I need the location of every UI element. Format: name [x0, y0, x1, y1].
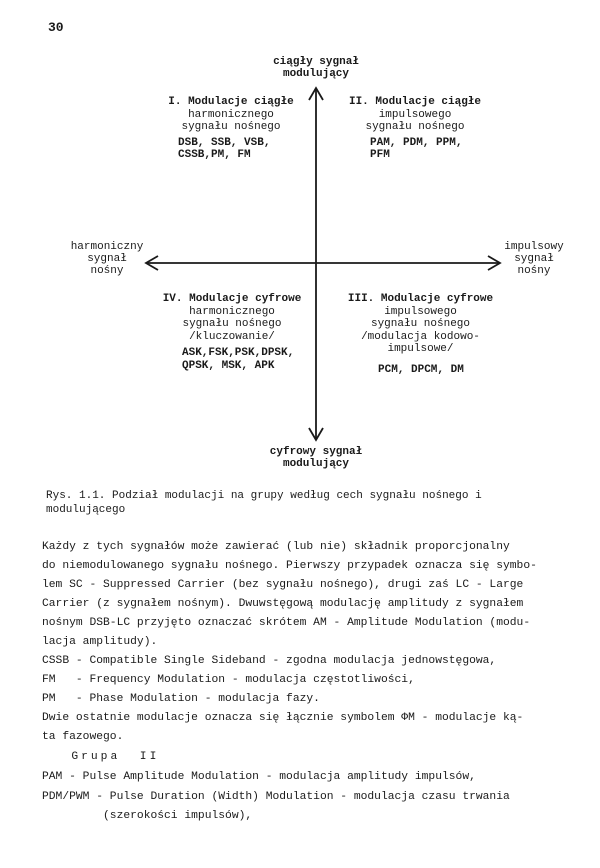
- vertical-axis-arrow-top: [308, 86, 324, 101]
- body-line: Każdy z tych sygnałów może zawierać (lub…: [42, 541, 510, 553]
- section-heading: Grupa II: [42, 751, 160, 763]
- left-axis-label: harmoniczny sygnał nośny: [62, 241, 152, 277]
- top-axis-label-line: modulujący: [282, 68, 349, 80]
- body-line: do niemodulowanego sygnału nośnego. Pier…: [42, 560, 537, 572]
- quadrant-1-title: sygnału nośnego: [181, 121, 281, 133]
- quadrant-4-title: IV. Modulacje cyfrowe: [162, 293, 302, 305]
- body-line: FM - Frequency Modulation - modulacja cz…: [42, 674, 415, 686]
- quadrant-2-title: impulsowego: [378, 108, 452, 121]
- quadrant-4-title: harmonicznego: [189, 305, 275, 318]
- bottom-axis-label: cyfrowy sygnał modulujący: [256, 446, 376, 470]
- quadrant-2-items: PFM: [370, 149, 390, 161]
- left-axis-label-line: sygnał: [87, 253, 127, 265]
- right-axis-label-line: sygnał: [514, 253, 554, 265]
- right-axis-label: impulsowy sygnał nośny: [494, 241, 574, 277]
- page-number: 30: [48, 20, 64, 35]
- horizontal-axis-arrow-left: [144, 255, 159, 271]
- body-line: lem SC - Suppressed Carrier (bez sygnału…: [42, 579, 524, 591]
- quadrant-2-title: sygnału nośnego: [365, 121, 465, 133]
- quadrant-1: I. Modulacje ciągłe harmonicznego sygnał…: [156, 96, 306, 162]
- left-axis-label-line: nośny: [90, 265, 124, 277]
- right-axis-label-line: impulsowy: [504, 241, 564, 253]
- quadrant-1-title: harmonicznego: [188, 108, 274, 121]
- right-axis-label-line: nośny: [517, 265, 551, 277]
- body-line: ta fazowego.: [42, 731, 124, 743]
- body-line: (szerokości impulsów),: [42, 810, 253, 822]
- body-line: Carrier (z sygnałem nośnym). Dwuwstęgową…: [42, 598, 524, 610]
- body-line: PAM - Pulse Amplitude Modulation - modul…: [42, 771, 476, 783]
- body-line: PDM/PWM - Pulse Duration (Width) Modulat…: [42, 791, 510, 803]
- modulation-diagram: [144, 86, 502, 442]
- body-line: CSSB - Compatible Single Sideband - zgod…: [42, 655, 497, 667]
- quadrant-4-title: /kluczowanie/: [189, 330, 275, 343]
- top-axis-label: ciągły sygnał modulujący: [256, 56, 376, 80]
- quadrant-1-items: CSSB,PM, FM: [178, 149, 251, 161]
- quadrant-3-title: III. Modulacje cyfrowe: [347, 293, 494, 305]
- body-line: PM - Phase Modulation - modulacja fazy.: [42, 693, 320, 705]
- quadrant-3-title: impulsowe/: [387, 343, 454, 355]
- quadrant-2: II. Modulacje ciągłe impulsowego sygnału…: [340, 96, 490, 162]
- body-line: nośnym DSB-LC przyjęto oznaczać skrótem …: [42, 617, 531, 629]
- quadrant-4-title: sygnału nośnego: [182, 318, 282, 330]
- quadrant-4-items: ASK,FSK,PSK,DPSK,: [182, 347, 295, 359]
- quadrant-3: III. Modulacje cyfrowe impulsowego sygna…: [338, 293, 503, 376]
- quadrant-1-items: DSB, SSB, VSB,: [178, 136, 271, 149]
- body-line: Dwie ostatnie modulacje oznacza się łącz…: [42, 712, 524, 724]
- quadrant-3-title: impulsowego: [384, 305, 457, 318]
- horizontal-axis-arrow-right: [487, 255, 502, 271]
- top-axis-label-line: ciągły sygnał: [273, 56, 359, 68]
- quadrant-4-items: QPSK, MSK, APK: [182, 359, 275, 372]
- bottom-axis-label-line: cyfrowy sygnał: [269, 446, 363, 458]
- quadrant-3-title: sygnału nośnego: [370, 318, 471, 330]
- quadrant-3-title: /modulacja kodowo-: [361, 330, 480, 343]
- quadrant-2-items: PAM, PDM, PPM,: [370, 136, 463, 149]
- figure-caption: Rys. 1.1. Podział modulacji na grupy wed…: [46, 490, 482, 516]
- quadrant-1-title: I. Modulacje ciągłe: [168, 96, 294, 108]
- quadrant-4: IV. Modulacje cyfrowe harmonicznego sygn…: [148, 293, 316, 372]
- vertical-axis-arrow-bottom: [308, 427, 324, 442]
- quadrant-3-items: PCM, DPCM, DM: [378, 363, 464, 376]
- bottom-axis-label-line: modulujący: [282, 458, 349, 470]
- left-axis-label-line: harmoniczny: [70, 241, 144, 253]
- body-line: lacja amplitudy).: [42, 636, 158, 648]
- quadrant-2-title: II. Modulacje ciągłe: [348, 96, 482, 108]
